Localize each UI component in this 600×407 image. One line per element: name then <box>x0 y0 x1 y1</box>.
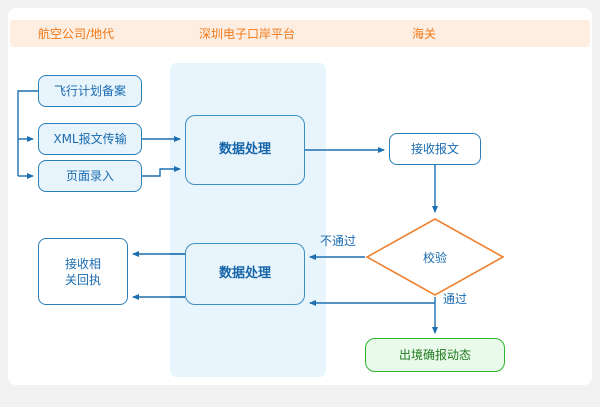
node-page-entry-label: 页面录入 <box>65 169 114 183</box>
node-data-processing-top-label: 数据处理 <box>218 142 271 157</box>
node-flight-plan[interactable]: 飞行计划备案 <box>38 75 142 107</box>
node-receive-message-label: 接收报文 <box>410 142 459 156</box>
node-exit-declaration-status[interactable]: 出境确报动态 <box>365 338 505 372</box>
node-receive-receipt-label: 接收相 关回执 <box>65 256 101 288</box>
diamond-shape <box>365 218 505 296</box>
lane-band-platform <box>170 63 326 377</box>
node-page-entry[interactable]: 页面录入 <box>38 160 142 192</box>
node-verify-label: 校验 <box>422 251 447 265</box>
node-receive-receipt-label-line2: 关回执 <box>64 272 101 287</box>
node-receive-receipt[interactable]: 接收相 关回执 <box>38 238 128 305</box>
lane-label-airline: 航空公司/地代 <box>38 27 115 41</box>
node-receive-receipt-label-line1: 接收相 <box>64 256 101 271</box>
node-data-processing-top[interactable]: 数据处理 <box>185 115 305 185</box>
edge-label-fail: 不通过 <box>320 234 357 248</box>
node-exit-declaration-status-label: 出境确报动态 <box>398 348 471 362</box>
node-receive-message[interactable]: 接收报文 <box>389 133 481 165</box>
lane-header-bar <box>10 20 590 47</box>
lane-label-customs: 海关 <box>412 27 437 41</box>
edge-label-pass: 通过 <box>443 292 468 306</box>
node-xml-transmit[interactable]: XML报文传输 <box>38 123 142 155</box>
node-xml-transmit-label: XML报文传输 <box>53 132 127 146</box>
node-data-processing-bottom[interactable]: 数据处理 <box>185 243 305 305</box>
node-verify-decision[interactable]: 校验 <box>365 217 505 297</box>
node-flight-plan-label: 飞行计划备案 <box>53 84 126 98</box>
lane-label-platform: 深圳电子口岸平台 <box>199 27 296 41</box>
node-data-processing-bottom-label: 数据处理 <box>218 266 271 281</box>
